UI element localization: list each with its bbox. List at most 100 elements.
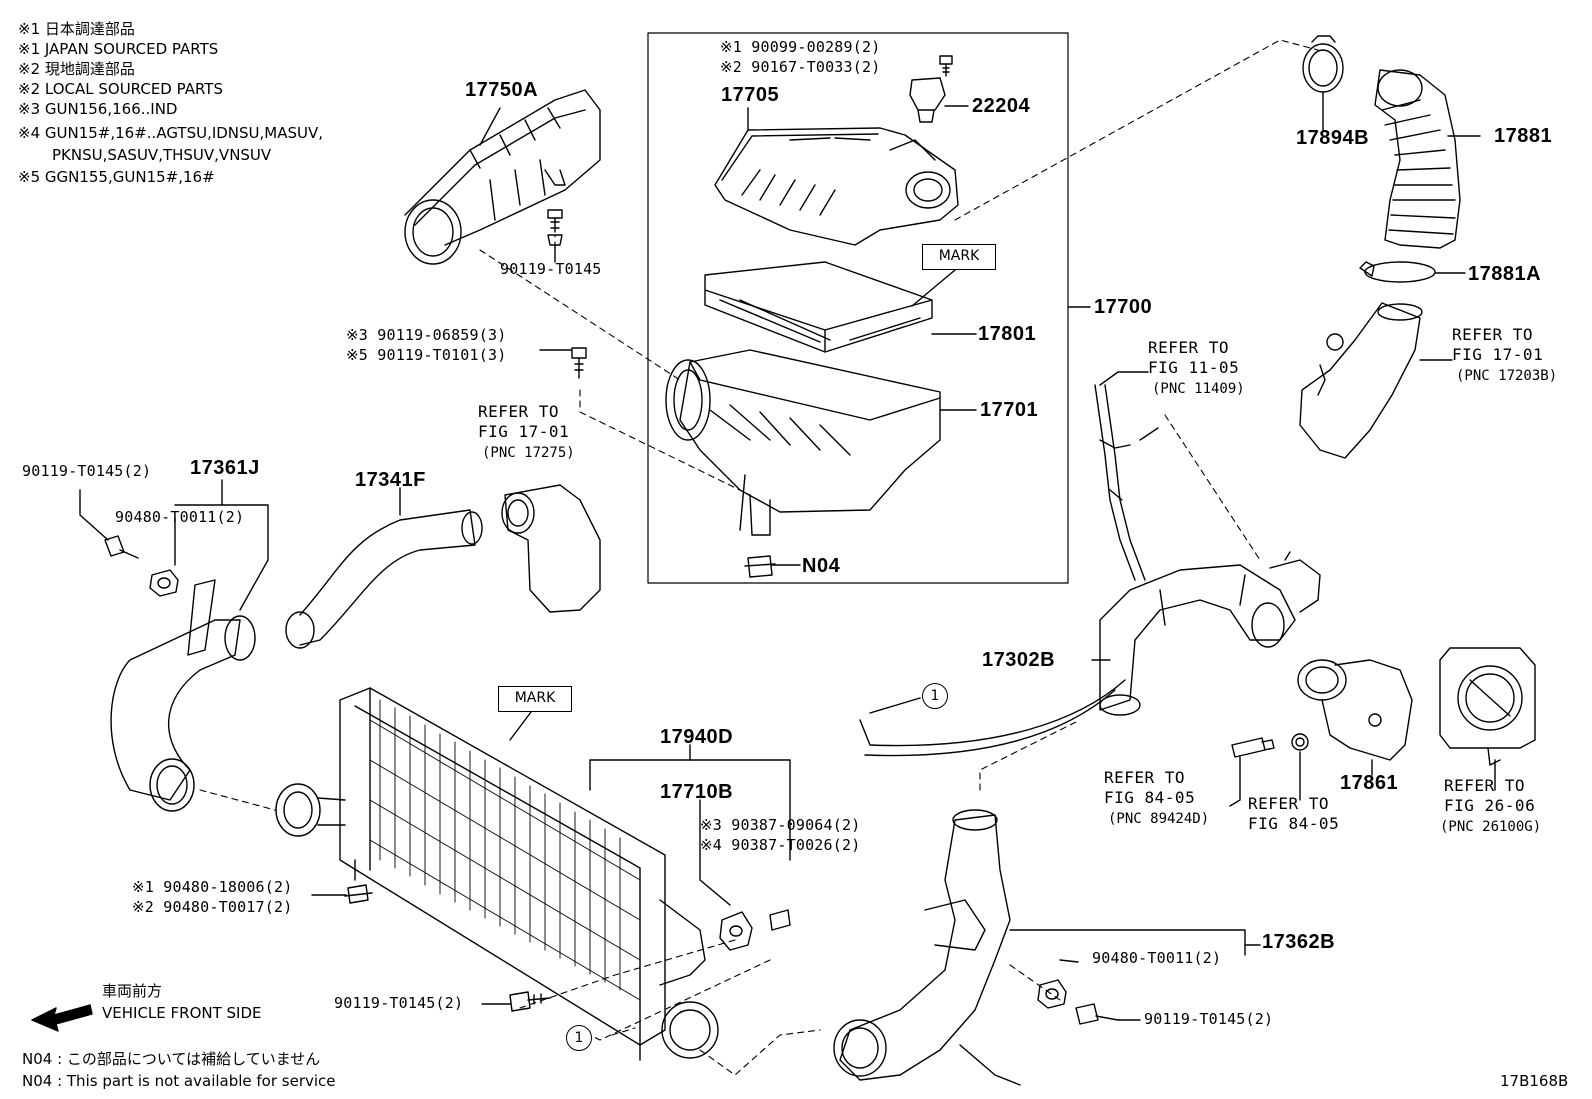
grommet-17710b-drawing xyxy=(719,909,791,951)
air-cleaner-assy-box xyxy=(647,32,1069,584)
grommet-90480-18006-drawing xyxy=(344,884,373,904)
bolt-90119-06859-drawing xyxy=(571,347,587,379)
legend-line-4: ※2 LOCAL SOURCED PARTS xyxy=(18,80,223,98)
part-label-17894B: 17894B xyxy=(1296,127,1370,149)
part-label-90480-T0011-left: 90480-T0011(2) xyxy=(115,508,245,526)
part-label-90480-T0017: ※2 90480-T0017(2) xyxy=(132,898,293,916)
throttle-body-housing-drawing xyxy=(1297,659,1413,761)
leader-ref2 xyxy=(1099,371,1149,386)
part-label-17940D: 17940D xyxy=(660,726,734,748)
part-label-90119-T0101: ※5 90119-T0101(3) xyxy=(346,346,507,364)
part-label-N04: N04 xyxy=(802,555,841,577)
refer-note-84-05-line2: FIG 84-05 xyxy=(1248,814,1340,833)
intercooler-drawing xyxy=(275,687,719,1061)
air-pipe-17302b-drawing xyxy=(859,551,1321,757)
leader-90480-t0011-b xyxy=(1059,959,1079,963)
refer-note-17203b-line3: (PNC 17203B) xyxy=(1456,368,1558,384)
part-label-17302B: 17302B xyxy=(982,649,1056,671)
refer-note-26100g-line2: FIG 26-06 xyxy=(1444,796,1536,815)
legend-line-6: ※4 GUN15#,16#..AGTSU,IDNSU,MASUV, xyxy=(18,124,324,142)
legend-line-5: ※3 GUN156,166..IND xyxy=(18,100,178,118)
bolt-90119-t0145-b-drawing xyxy=(104,535,139,559)
harness-11409-drawing xyxy=(1094,384,1159,581)
refer-note-26100g-line3: (PNC 26100G) xyxy=(1440,819,1542,835)
refer-note-89424d-line3: (PNC 89424D) xyxy=(1108,811,1210,827)
figure-code: 17B168B xyxy=(1500,1072,1569,1090)
footnote-jp: N04 : この部品については補給していません xyxy=(22,1050,321,1068)
part-label-90119-T0145-left: 90119-T0145(2) xyxy=(22,462,152,480)
legend-line-7: PKNSU,SASUV,THSUV,VNSUV xyxy=(52,146,272,164)
vehicle-front-en: VEHICLE FRONT SIDE xyxy=(102,1004,262,1022)
refer-note-17203b-line2: FIG 17-01 xyxy=(1452,345,1544,364)
part-label-90119-T0145-right: 90119-T0145(2) xyxy=(1144,1010,1274,1028)
legend-line-1: ※1 日本調達部品 xyxy=(18,20,135,38)
refer-note-89424d-line1: REFER TO xyxy=(1104,768,1186,787)
part-label-90387-09064: ※3 90387-09064(2) xyxy=(700,816,861,834)
hose-clamp-17881a-drawing xyxy=(1359,261,1436,283)
refer-note-11409-line1: REFER TO xyxy=(1148,338,1230,357)
hose-to-circle-1 xyxy=(869,697,921,714)
part-label-90119-T0145-bottom: 90119-T0145(2) xyxy=(334,994,464,1012)
part-label-17861: 17861 xyxy=(1340,772,1399,794)
air-cleaner-case-drawing xyxy=(665,349,941,536)
refer-note-26100g-line1: REFER TO xyxy=(1444,776,1526,795)
part-label-17362B: 17362B xyxy=(1262,931,1336,953)
bolt-90119-t0145-d-drawing xyxy=(1075,1003,1119,1025)
part-label-17700: 17700 xyxy=(1094,296,1153,318)
air-filter-drawing xyxy=(704,261,933,353)
part-label-17750A: 17750A xyxy=(465,79,539,101)
part-label-17361J: 17361J xyxy=(190,457,260,479)
hose-17341f-drawing xyxy=(285,509,483,649)
part-label-17710B: 17710B xyxy=(660,781,734,803)
hose-17361j-drawing xyxy=(110,579,256,812)
legend-line-3: ※2 現地調達部品 xyxy=(18,60,135,78)
hose-clamp-17894b-drawing xyxy=(1302,35,1344,93)
part-label-90099-00289: ※1 90099-00289(2) xyxy=(720,38,881,56)
part-label-17881A: 17881A xyxy=(1468,263,1542,285)
air-flow-meter-drawing xyxy=(909,77,946,123)
part-label-17801: 17801 xyxy=(978,323,1037,345)
footnote-en: N04 : This part is not available for ser… xyxy=(22,1072,336,1090)
refer-note-17275-line1: REFER TO xyxy=(478,402,560,421)
refer-note-17203b-line1: REFER TO xyxy=(1452,325,1534,344)
vehicle-front-arrow xyxy=(31,1004,93,1032)
bracket-17362B xyxy=(1009,929,1246,956)
mark-callout-intercooler: MARK xyxy=(498,686,572,712)
legend-line-2: ※1 JAPAN SOURCED PARTS xyxy=(18,40,219,58)
inlet-elbow-drawing xyxy=(1299,302,1423,459)
nut-90480-t0011-b-drawing xyxy=(1037,979,1067,1009)
air-cleaner-cap-drawing xyxy=(714,127,959,246)
grommet-n04-drawing xyxy=(744,555,776,578)
bolt-90119-t0145-a-drawing xyxy=(547,209,563,246)
screw-90099-drawing xyxy=(939,55,953,77)
bolt-90119-t0145-c-drawing xyxy=(509,991,551,1012)
throttle-body-drawing xyxy=(1439,647,1536,766)
part-label-90167-T0033: ※2 90167-T0033(2) xyxy=(720,58,881,76)
part-label-17881: 17881 xyxy=(1494,125,1553,147)
refer-note-11409-line2: FIG 11-05 xyxy=(1148,358,1240,377)
leader-17710B xyxy=(699,799,731,906)
leader-90119-t0145-b xyxy=(79,489,109,541)
part-label-17705: 17705 xyxy=(721,84,780,106)
connection-marker-1-upper: 1 xyxy=(922,683,948,709)
mark1-leader xyxy=(911,269,956,307)
refer-note-89424d-line2: FIG 84-05 xyxy=(1104,788,1196,807)
part-label-90119-06859: ※3 90119-06859(3) xyxy=(346,326,507,344)
air-inlet-duct-drawing xyxy=(404,89,601,265)
connection-marker-1-lower: 1 xyxy=(566,1025,592,1051)
part-label-17341F: 17341F xyxy=(355,469,426,491)
part-label-22204: 22204 xyxy=(972,95,1031,117)
connector-17275-drawing xyxy=(501,484,601,613)
mark-callout-filter: MARK xyxy=(922,244,996,270)
legend-line-8: ※5 GGN155,GUN15#,16# xyxy=(18,168,215,186)
refer-note-17275-line2: FIG 17-01 xyxy=(478,422,570,441)
part-label-90480-T0011-right: 90480-T0011(2) xyxy=(1092,949,1222,967)
air-pipe-17362b-drawing xyxy=(833,809,1021,1086)
refer-note-17275-line3: (PNC 17275) xyxy=(482,445,575,461)
leader-17750A xyxy=(479,107,501,146)
part-label-90480-18006: ※1 90480-18006(2) xyxy=(132,878,293,896)
air-hose-17881-drawing xyxy=(1374,69,1461,249)
leader-ref4 xyxy=(1229,756,1241,807)
